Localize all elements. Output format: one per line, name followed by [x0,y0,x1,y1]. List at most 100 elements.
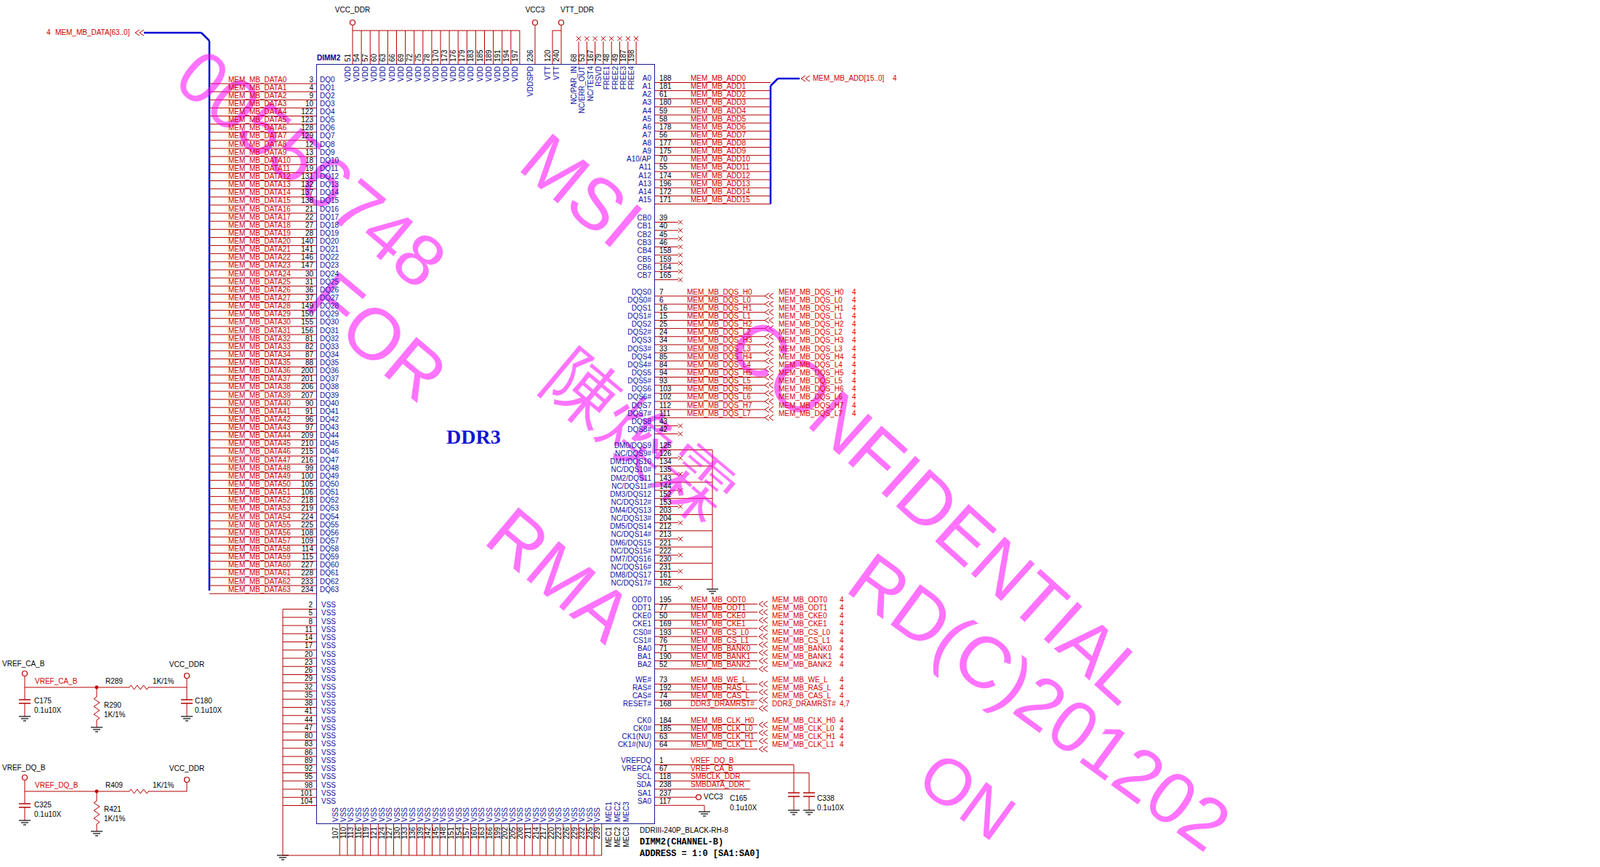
net-name: MEM_MB_DATA21 [228,244,291,254]
net-name: 4 [839,683,844,693]
pin-number: 114 [301,544,314,554]
no-connect-mark [678,228,683,233]
net-name: MEM_MB_DATA3 [228,99,287,109]
net-name: MEM_MB_DQS_H4 [686,352,752,362]
net-name: MEM_MB_ADD3 [690,98,746,108]
net-name: MEM_MB_DATA60 [228,561,291,570]
pin-number: 219 [300,504,314,514]
net-name: MEM_MB_DATA33 [228,342,291,352]
pin-number: 127 [385,826,395,839]
ground-symbol [93,728,101,730]
pin-name: FREE4 [627,66,637,90]
pin-name: VDD [414,66,424,82]
pin-name: VDD [405,66,415,82]
no-connect-mark [625,36,631,41]
pin-name: VSS [585,806,595,822]
pin-name: DQ25 [319,277,339,287]
net-name: MEM_MB_DATA28 [228,301,291,311]
pin-number: 15 [659,311,668,321]
offpage-connector [805,75,810,82]
pin-number: 110 [339,826,349,839]
pin-number: 176 [449,49,458,62]
pin-name: VSS [321,649,336,659]
pin-name: DQ42 [319,415,339,424]
component-label: DDRIII-240P_BLACK-RH-8 [639,825,729,835]
wire [24,686,130,688]
pin-name: VDD [458,66,468,82]
pin-number: 12 [305,140,314,150]
wire [148,686,187,688]
net-name: 4 [851,385,857,395]
ground-symbol [807,813,811,815]
power-symbol [22,670,28,677]
pin-number: 113 [346,826,356,839]
net-name: MEM_MB_DQS_L4 [686,360,751,370]
pin-name: DQ26 [319,285,339,295]
pin-name: VSS [321,665,336,675]
pin-number: 138 [300,197,314,206]
pin-number: 100 [300,471,314,481]
no-connect-mark [678,236,683,241]
pin-name: NC/DQS10# [610,465,652,475]
wire [561,30,562,64]
pin-number: 34 [659,336,668,346]
pin-name: DQ11 [319,164,339,174]
net-name: MEM_MB_ADD1 [690,82,746,91]
no-connect-mark [617,36,623,41]
pin-name: DM6/DQS15 [609,538,652,548]
pin-name: VSS [478,806,488,822]
pin-name: CKE1 [632,620,652,629]
power-label: VCC_DDR [169,764,205,773]
pin-name: VSS [321,625,336,634]
pin-number: 63 [379,53,389,62]
net-name: MEM_MB_DATA47 [228,455,291,465]
net-name: MEM_MB_DQS_L3 [778,344,843,354]
net-name: MEM_MB_CLK_L0 [690,724,754,733]
no-connect-mark [678,220,683,225]
net-name: MEM_MB_DATA62 [228,577,291,586]
pin-number: 117 [659,796,671,806]
net-name: MEM_MB_DATA14 [228,189,291,198]
pin-name: VSS [321,756,336,765]
net-name: MEM_MB_DATA45 [228,439,291,449]
ground-symbol [18,715,31,717]
ground-symbol [698,810,711,812]
wire [24,790,130,792]
net-name: MEM_MB_DATA16 [228,204,291,214]
pin-name: CB1 [637,222,652,232]
pin-name: DQS2# [627,328,652,338]
net-name: MEM_MB_CLK_H0 [772,716,836,725]
pin-number: 129 [300,132,314,142]
net-name: MEM_MB_ADD15 [690,195,751,205]
pin-number: 92 [304,764,313,773]
component-label: VREF_DQ_B [2,763,46,773]
wire [561,25,562,32]
pin-number: 68 [569,53,579,62]
pin-number: 234 [300,585,314,594]
pin-name: DQ28 [319,301,339,311]
pin-name: VSS [577,806,587,822]
pin-name: CB5 [637,255,652,264]
pin-number: 216 [300,455,314,465]
net-name: MEM_MB_DATA17 [228,212,291,222]
net-name: MEM_MB_DQS_H5 [778,368,844,378]
pin-name: FREE3 [619,66,629,90]
pin-name: DQ1 [319,83,336,93]
pin-name: DQ49 [319,471,339,481]
net-name: MEM_MB_DATA36 [228,366,291,376]
pin-number: 217 [539,826,549,839]
net-name: MEM_MB_CLK_L1 [772,740,835,750]
pin-number: 87 [305,350,314,360]
pin-number: 24 [659,328,668,338]
pin-name: DQ19 [319,228,339,238]
net-name: 4 [851,328,857,338]
pin-number: 169 [659,620,672,629]
pin-name: A3 [642,98,652,108]
pin-number: 235 [585,826,595,839]
net-name: MEM_MB_ADD10 [690,155,751,165]
pin-number: 37 [305,293,314,303]
pin-number: 139 [416,826,426,839]
no-connect-mark [678,244,683,249]
component-label: R289 [105,676,123,686]
net-name: MEM_MB_DQS_H7 [778,401,844,410]
